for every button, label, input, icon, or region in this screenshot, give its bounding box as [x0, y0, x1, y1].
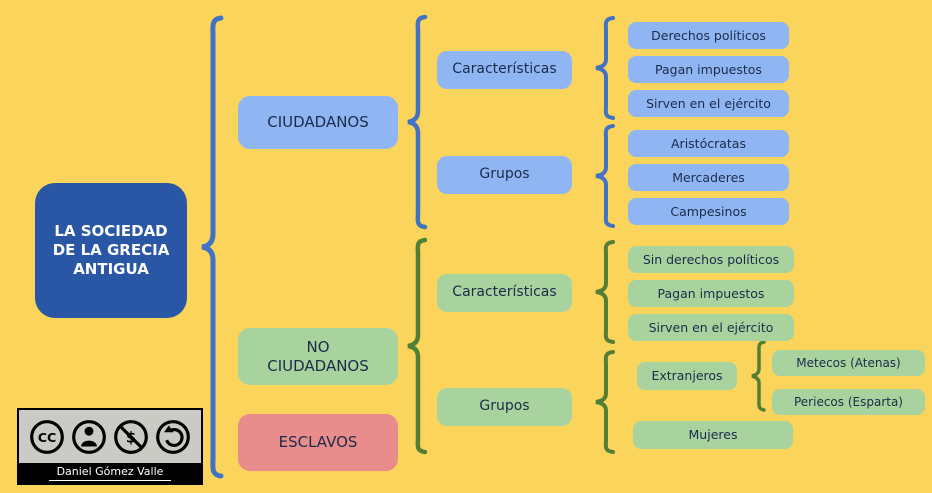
node-no-ciudadanos-grupos: Grupos [437, 388, 572, 426]
node-aristocratas: Aristócratas [628, 130, 789, 157]
no-ciudadanos-brace [407, 237, 428, 455]
node-label: Extranjeros [651, 368, 723, 384]
node-extranjeros: Extranjeros [637, 362, 737, 390]
node-label: Grupos [479, 166, 530, 183]
author-credit: Daniel Gómez Valle [19, 463, 201, 483]
node-sin-derechos-politicos: Sin derechos políticos [628, 246, 794, 273]
node-label: Grupos [479, 398, 530, 415]
author-name: Daniel Gómez Valle [48, 465, 172, 481]
extranjeros-brace [751, 340, 766, 412]
node-label: Sirven en el ejército [646, 95, 771, 111]
node-pagan-impuestos: Pagan impuestos [628, 56, 789, 83]
share-alike-icon [156, 419, 190, 454]
node-sirven-ejercito: Sirven en el ejército [628, 90, 789, 117]
node-label: Características [452, 284, 557, 301]
node-label: Sin derechos políticos [642, 251, 780, 267]
node-esclavos-label: ESCLAVOS [278, 433, 358, 452]
node-no-ciudadanos-caracteristicas: Características [437, 274, 572, 312]
node-no-ciudadanos-label: NO CIUDADANOS [267, 337, 369, 375]
node-ciudadanos-label: CIUDADANOS [267, 113, 369, 132]
node-pagan-impuestos-nc: Pagan impuestos [628, 280, 794, 307]
attribution-icon [72, 419, 106, 454]
root-label: LA SOCIEDAD DE LA GRECIA ANTIGUA [52, 222, 170, 278]
node-label: Pagan impuestos [657, 285, 765, 301]
node-ciudadanos: CIUDADANOS [238, 96, 398, 149]
node-label: Campesinos [670, 203, 747, 219]
ciudadanos-brace [407, 14, 428, 230]
node-no-ciudadanos: NO CIUDADANOS [238, 328, 398, 385]
license-badge: CC $ Daniel Gómez Valle [17, 408, 203, 485]
node-periecos-esparta: Periecos (Esparta) [772, 389, 925, 415]
ciudadanos-grupos-brace [595, 124, 615, 228]
node-mujeres: Mujeres [633, 421, 793, 449]
node-label: Aristócratas [671, 135, 746, 151]
node-label: Pagan impuestos [655, 61, 762, 77]
cc-icon: CC [30, 419, 64, 454]
node-label: Sirven en el ejército [648, 319, 774, 335]
node-label: Mujeres [688, 427, 738, 443]
node-sirven-ejercito-nc: Sirven en el ejército [628, 314, 794, 341]
node-label: Periecos (Esparta) [793, 394, 903, 409]
license-icons: CC $ [19, 410, 201, 463]
no-ciudadanos-grupos-brace [595, 350, 615, 454]
root-brace [201, 15, 224, 479]
ciudadanos-caracteristicas-brace [595, 16, 615, 120]
node-ciudadanos-grupos: Grupos [437, 156, 572, 194]
node-esclavos: ESCLAVOS [238, 414, 398, 471]
node-label: Derechos políticos [651, 27, 766, 43]
node-metecos-atenas: Metecos (Atenas) [772, 350, 925, 376]
node-label: Metecos (Atenas) [796, 355, 901, 370]
svg-text:CC: CC [38, 429, 57, 444]
no-ciudadanos-caracteristicas-brace [595, 240, 615, 344]
node-ciudadanos-caracteristicas: Características [437, 51, 572, 89]
node-campesinos: Campesinos [628, 198, 789, 225]
node-mercaderes: Mercaderes [628, 164, 789, 191]
node-derechos-politicos: Derechos políticos [628, 22, 789, 49]
node-label: Características [452, 61, 557, 78]
node-label: Mercaderes [672, 169, 745, 185]
root-node: LA SOCIEDAD DE LA GRECIA ANTIGUA [35, 183, 187, 318]
non-commercial-icon: $ [114, 419, 148, 454]
